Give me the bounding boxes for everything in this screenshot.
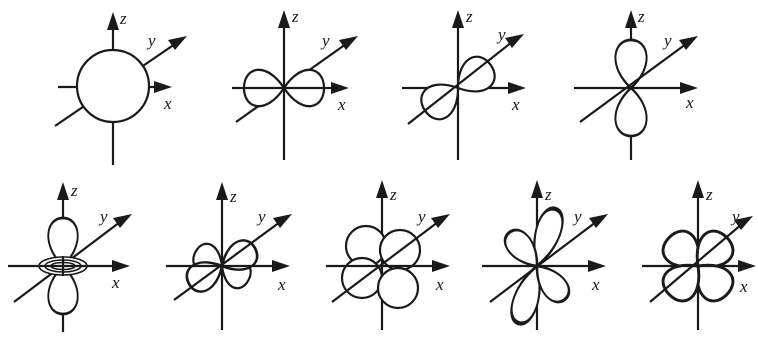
orbital-diagram-d-x2-y2: z y x — [642, 180, 756, 330]
z-axis-label: z — [291, 7, 299, 26]
z-axis-label: z — [465, 7, 473, 26]
y-axis-label: y — [662, 31, 672, 50]
orbital-diagram-d-yz: z y x — [482, 180, 608, 330]
x-axis-label: x — [435, 275, 444, 294]
x-axis-label: x — [111, 273, 120, 292]
z-axis-label: z — [544, 185, 552, 204]
x-axis-label: x — [511, 95, 520, 114]
y-axis-label: y — [416, 207, 426, 226]
orbital-diagram-d-z2: z y x — [8, 181, 132, 332]
y-axis-label: y — [320, 31, 330, 50]
y-axis-label: y — [496, 25, 506, 44]
y-axis-label: y — [256, 207, 266, 226]
z-axis-label: z — [229, 187, 237, 206]
x-axis-label: x — [163, 94, 172, 113]
orbital-diagram-p-z: z y x — [574, 7, 698, 160]
x-axis-label: x — [337, 95, 346, 114]
orbital-diagram-d-xz: z y x — [326, 180, 450, 330]
x-axis-label: x — [591, 275, 600, 294]
z-axis-label: z — [389, 185, 397, 204]
orbital-diagram-s: z y x — [55, 9, 187, 165]
x-axis-label: x — [685, 93, 694, 112]
z-axis-label: z — [637, 7, 645, 26]
orbital-diagram-p-y: z y x — [402, 7, 526, 160]
y-axis-label: y — [146, 31, 156, 50]
orbital-diagram-d-xy: z y x — [166, 182, 292, 330]
y-axis-label: y — [98, 207, 108, 226]
x-axis-label: x — [739, 277, 748, 296]
z-axis-label: z — [70, 181, 78, 200]
z-axis-label: z — [119, 9, 127, 28]
x-axis-label: x — [277, 275, 286, 294]
y-axis-label: y — [730, 207, 740, 226]
z-axis-label: z — [705, 185, 713, 204]
orbital-diagram-p-x: z y x — [232, 7, 358, 160]
y-axis-label: y — [572, 207, 582, 226]
